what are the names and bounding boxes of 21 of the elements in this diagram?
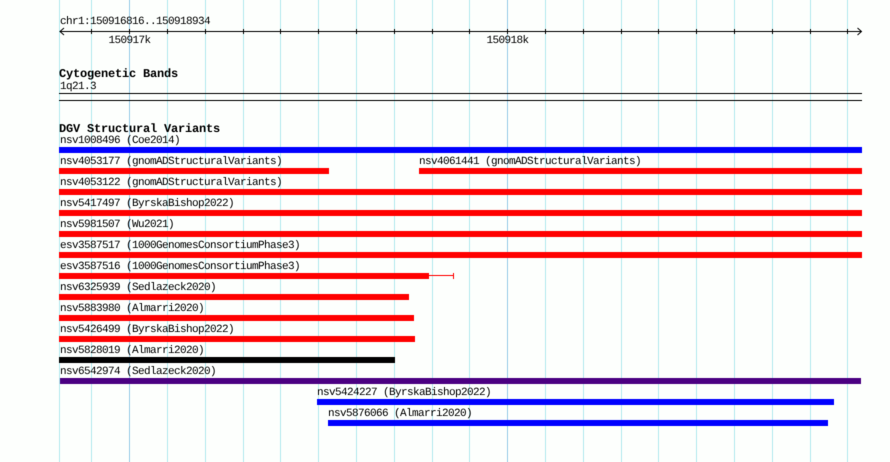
feature-label: nsv6325939 (Sedlazeck2020) xyxy=(60,282,216,294)
feature-label: nsv5417497 (ByrskaBishop2022) xyxy=(60,198,234,210)
feature-label: nsv4053177 (gnomADStructuralVariants) xyxy=(60,156,282,168)
feature-label: nsv5828019 (Almarri2020) xyxy=(60,345,204,357)
band-label: 1q21.3 xyxy=(60,81,96,93)
feature-label: nsv5424227 (ByrskaBishop2022) xyxy=(317,387,492,399)
feature-label: nsv4053122 (gnomADStructuralVariants) xyxy=(60,177,282,189)
region-label: chr1:150916816..150918934 xyxy=(60,16,210,28)
tick-label: 150917k xyxy=(108,35,151,47)
feature-label: nsv5883980 (Almarri2020) xyxy=(60,303,204,315)
feature-label: esv3587516 (1000GenomesConsortiumPhase3) xyxy=(60,261,300,273)
feature-label: nsv4061441 (gnomADStructuralVariants) xyxy=(419,156,642,168)
feature-label: nsv5426499 (ByrskaBishop2022) xyxy=(60,324,234,336)
feature-label: nsv5876066 (Almarri2020) xyxy=(328,408,472,420)
feature-label: nsv5981507 (Wu2021) xyxy=(60,219,174,231)
feature-label: esv3587517 (1000GenomesConsortiumPhase3) xyxy=(60,240,300,252)
tick-label: 150918k xyxy=(486,35,529,47)
feature-label: nsv1008496 (Coe2014) xyxy=(60,135,180,147)
feature-label: nsv6542974 (Sedlazeck2020) xyxy=(60,366,216,378)
track-title: Cytogenetic Bands xyxy=(59,68,178,81)
track-title: DGV Structural Variants xyxy=(59,122,220,136)
